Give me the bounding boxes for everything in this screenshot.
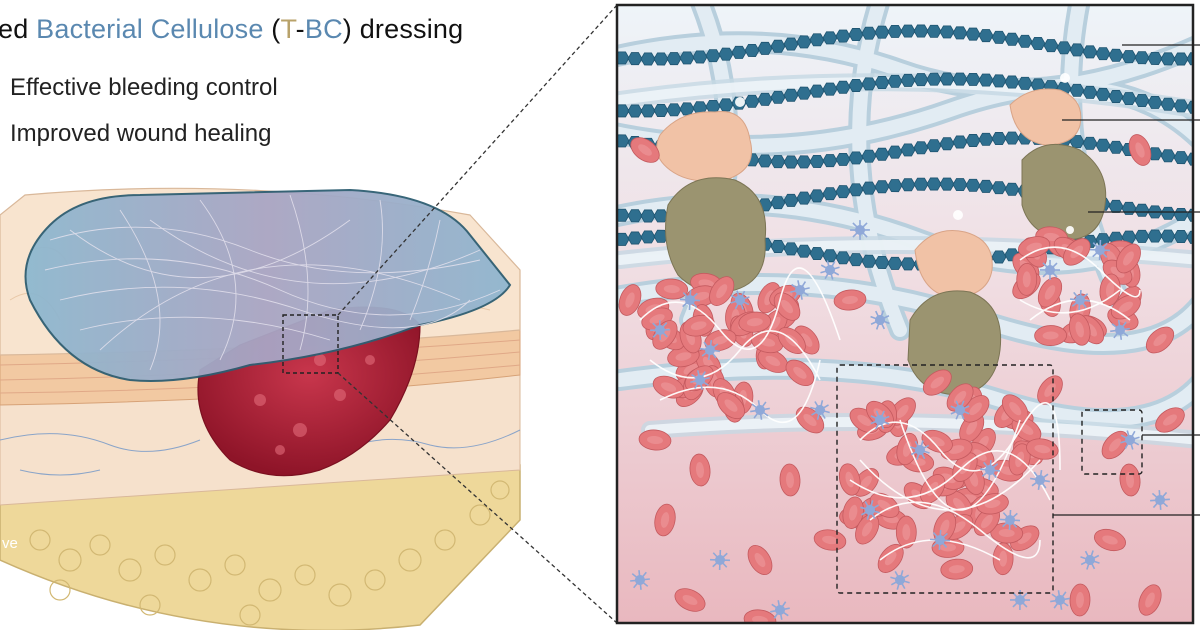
red-blood-cell (1015, 262, 1038, 297)
title-paren-close: ) (342, 14, 352, 44)
title-bacterial-cellulose: Bacterial Cellulose (36, 14, 264, 44)
title-prefix: ed (0, 14, 37, 44)
bullet-bleeding-control: Effective bleeding control (10, 74, 278, 101)
title-bc: BC (304, 14, 343, 44)
tissue-block: ve (0, 4, 618, 630)
bullet-wound-healing: Improved wound healing (10, 120, 272, 147)
tissue-label: ve (2, 535, 18, 552)
title-dash: - (295, 14, 305, 44)
fibrin-strands (639, 246, 1141, 561)
red-blood-cell (1033, 324, 1068, 347)
figure-title: ed Bacterial Cellulose (T-BC) dressing (0, 14, 463, 45)
title-t: T (280, 14, 296, 44)
zoom-panel (615, 3, 1200, 625)
title-paren-open: ( (263, 14, 281, 44)
proteins (656, 88, 1107, 396)
title-suffix: dressing (352, 14, 464, 44)
